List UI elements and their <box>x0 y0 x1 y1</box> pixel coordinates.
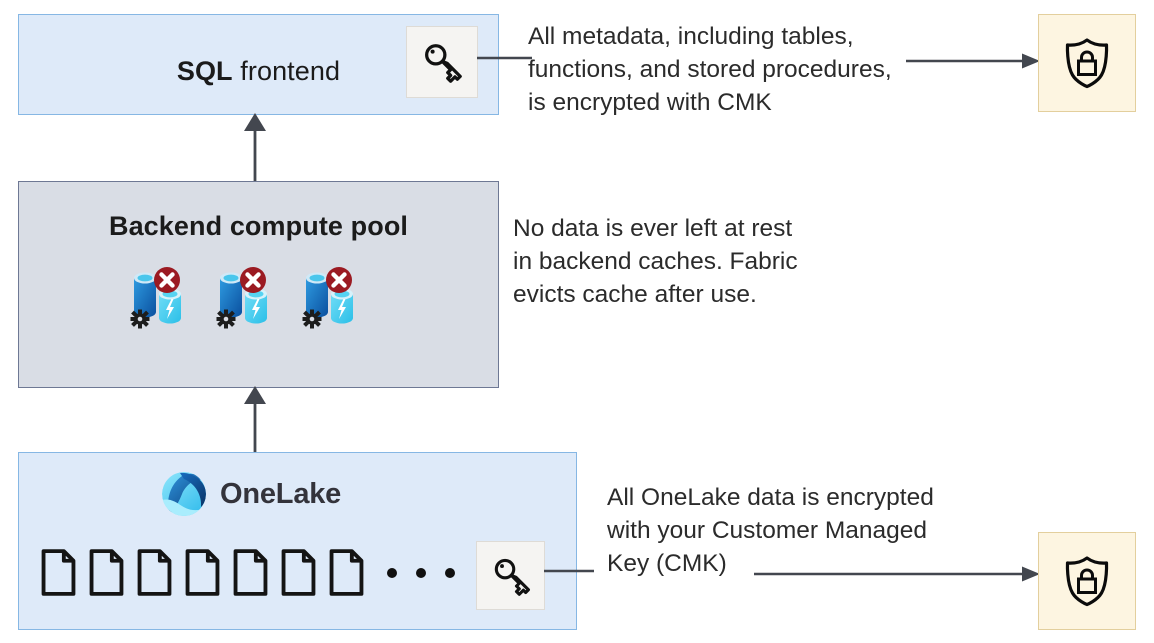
onelake-key-connector-line <box>544 569 594 573</box>
onelake-to-pool-arrow <box>244 386 266 454</box>
document-icon <box>137 549 172 596</box>
key-icon <box>425 44 462 83</box>
key-bit-dot <box>499 563 504 568</box>
callout-onelake-cmk: All OneLake data is encrypted with your … <box>607 484 934 577</box>
compute-node <box>300 264 368 332</box>
shield-chip-onelake[interactable] <box>1038 532 1136 630</box>
backend-compute-pool-title: Backend compute pool <box>108 211 409 241</box>
onelake-document-row <box>40 549 514 596</box>
compute-node-disabled-icon <box>216 267 267 329</box>
pool-to-frontend-arrow <box>244 113 266 183</box>
backend-compute-pool-panel: Backend compute pool <box>18 181 499 388</box>
sql-frontend-title-strong: SQL <box>176 56 233 86</box>
document-icon <box>41 549 76 596</box>
cmk-to-shield-arrow <box>754 566 1040 582</box>
sql-frontend-title-rest: frontend <box>232 56 341 86</box>
shield-lock-icon <box>1065 38 1109 89</box>
sql-key-connector-line <box>477 56 532 60</box>
compute-node <box>128 264 196 332</box>
ellipsis-dot <box>416 567 426 578</box>
ellipsis-dot <box>387 567 397 578</box>
callout-metadata-encryption: All metadata, including tables, function… <box>528 23 892 116</box>
shield-chip-metadata[interactable] <box>1038 14 1136 112</box>
onelake-brand: OneLake <box>160 470 341 518</box>
key-bit-dot <box>430 49 435 54</box>
ellipsis-dot <box>445 567 455 578</box>
onelake-wordmark: OneLake <box>220 477 342 510</box>
onelake-logo-icon <box>162 472 206 516</box>
sql-frontend-title: SQL frontend <box>19 56 498 87</box>
metadata-to-shield-arrow <box>906 53 1040 69</box>
compute-node-group <box>128 264 368 332</box>
callout-cache-eviction: No data is ever left at rest in backend … <box>513 215 798 308</box>
sql-frontend-key-chip[interactable] <box>406 26 478 98</box>
shield-lock-icon <box>1065 556 1109 607</box>
ellipsis-dots <box>387 567 455 578</box>
compute-node-disabled-icon <box>302 267 353 329</box>
document-icon <box>233 549 268 596</box>
compute-node-disabled-icon <box>130 267 181 329</box>
document-icon <box>329 549 364 596</box>
document-icon <box>185 549 220 596</box>
onelake-key-chip[interactable] <box>476 541 545 610</box>
compute-node <box>214 264 282 332</box>
key-icon <box>494 558 530 596</box>
document-icon <box>89 549 124 596</box>
document-icon <box>281 549 316 596</box>
